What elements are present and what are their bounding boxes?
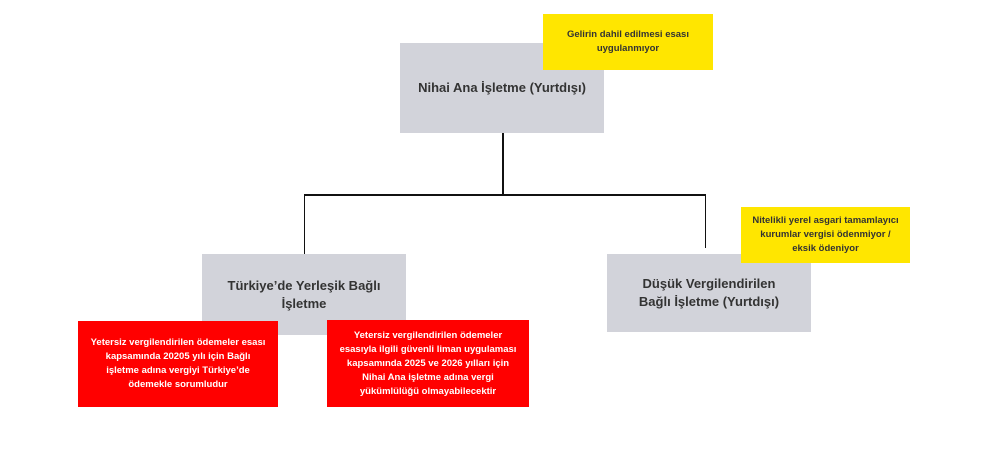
parent-entity-label: Nihai Ana İşletme (Yurtdışı)	[418, 80, 586, 95]
turkey-subsidiary-label: Türkiye’de Yerleşik Bağlı İşletme	[227, 277, 381, 311]
connector-parent-down	[502, 133, 504, 196]
parent-note-text: Gelirin dahil edilmesi esası uygulanmıyo…	[567, 29, 689, 54]
turkey-note-2-text: Yetersiz vergilendirilen ödemeler esasıy…	[339, 329, 517, 397]
connector-left-down	[304, 194, 305, 254]
connector-horizontal	[304, 194, 706, 196]
low-tax-subsidiary-node: Düşük Vergilendirilen Bağlı İşletme (Yur…	[607, 254, 811, 332]
connector-right-down	[705, 194, 706, 248]
low-tax-note-text: Nitelikli yerel asgari tamamlayıcı kurum…	[752, 215, 899, 254]
turkey-note-1: Yetersiz vergilendirilen ödemeler esası …	[78, 321, 278, 407]
low-tax-note: Nitelikli yerel asgari tamamlayıcı kurum…	[741, 207, 910, 263]
turkey-note-2: Yetersiz vergilendirilen ödemeler esasıy…	[327, 320, 529, 407]
turkey-note-1-text: Yetersiz vergilendirilen ödemeler esası …	[90, 337, 266, 390]
parent-note: Gelirin dahil edilmesi esası uygulanmıyo…	[543, 14, 713, 70]
low-tax-subsidiary-label: Düşük Vergilendirilen Bağlı İşletme (Yur…	[638, 276, 780, 309]
